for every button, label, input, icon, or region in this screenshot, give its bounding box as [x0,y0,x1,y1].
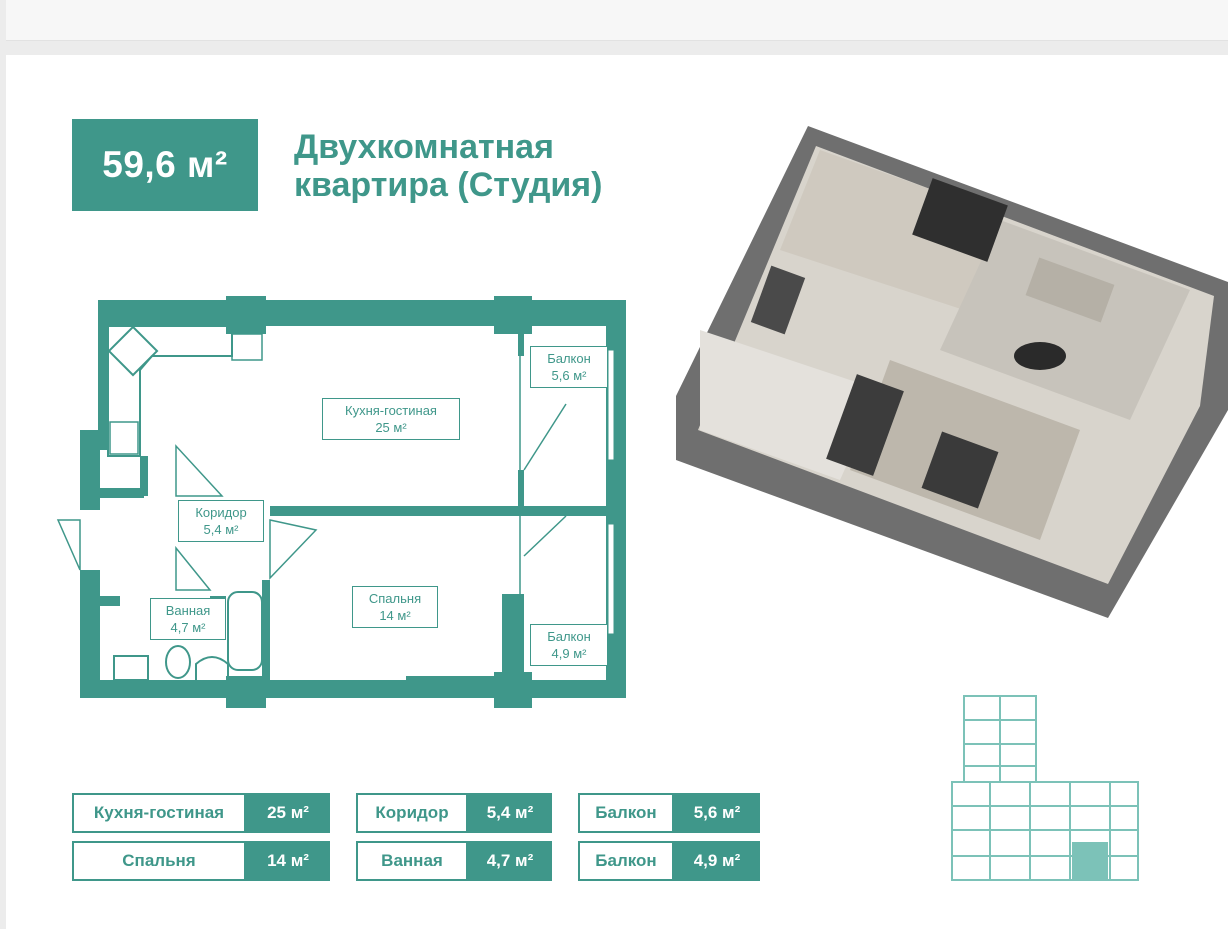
doors [56,356,567,594]
render-cabinets [912,178,1008,262]
apartment-3d-render [676,126,1228,618]
plan-label-balcony-1: Балкон 5,6 м² [530,346,608,388]
spec-corridor: Коридор 5,4 м² [356,793,552,833]
minimap-outline [951,695,1139,881]
area-badge: 59,6 м² [72,119,258,211]
apartment-title-line1: Двухкомнатная [294,128,554,166]
spec-balcony-1: Балкон 5,6 м² [578,793,760,833]
top-bar [6,0,1228,41]
plan-label-corridor: Коридор 5,4 м² [178,500,264,542]
plan-label-balcony-2: Балкон 4,9 м² [530,624,608,666]
render-sofa [1025,257,1115,323]
render-shelves [750,265,806,335]
plan-label-bedroom: Спальня 14 м² [352,586,438,628]
stove [109,421,139,455]
kitchen-counter [107,325,233,457]
building-minimap [951,695,1139,881]
render-wardrobe [826,374,904,476]
render-living [940,220,1190,420]
windows [607,349,615,635]
spec-bathroom: Ванная 4,7 м² [356,841,552,881]
cabinet [231,333,263,361]
plan-label-bathroom: Ванная 4,7 м² [150,598,226,640]
render-kitchen [780,150,1000,310]
spec-bedroom: Спальня 14 м² [72,841,330,881]
sink [107,325,159,377]
spec-kitchen-living: Кухня-гостиная 25 м² [72,793,330,833]
floor-plan [56,296,626,708]
apartment-title: Двухкомнатная квартира (Студия) [294,128,714,204]
bathroom-fixtures [113,591,263,681]
render-bed [921,431,999,509]
plan-label-kitchen-living: Кухня-гостиная 25 м² [322,398,460,440]
apartment-title-line2: квартира (Студия) [294,166,603,204]
render-coffee-table [1014,342,1066,370]
minimap-selected-unit [1072,842,1108,880]
spec-balcony-2: Балкон 4,9 м² [578,841,760,881]
